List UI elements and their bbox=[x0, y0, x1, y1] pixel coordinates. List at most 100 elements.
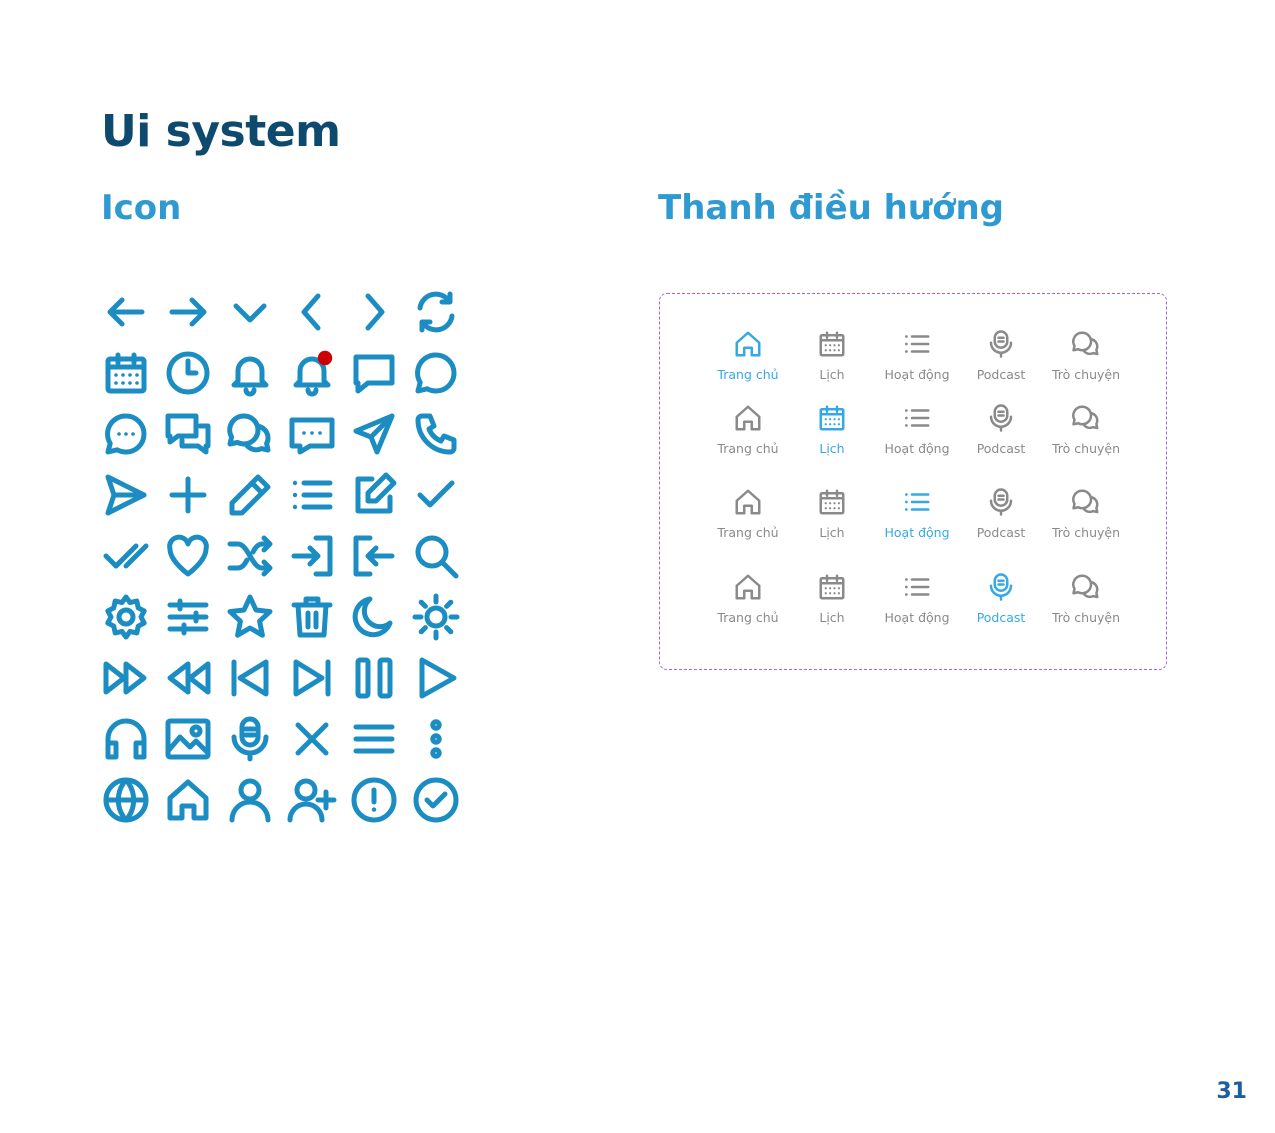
home-icon bbox=[733, 572, 763, 606]
settings-icon bbox=[95, 586, 157, 648]
nav-item[interactable]: Lịch bbox=[786, 572, 878, 632]
nav-item[interactable]: Podcast bbox=[955, 487, 1047, 547]
list-icon bbox=[902, 329, 932, 363]
page-number: 31 bbox=[1216, 1079, 1247, 1104]
chat-icon bbox=[1071, 403, 1101, 437]
nav-item[interactable]: Hoạt động bbox=[871, 403, 963, 463]
chats-circle-icon bbox=[219, 403, 281, 465]
podcast-icon bbox=[986, 403, 1016, 437]
globe-icon bbox=[95, 769, 157, 831]
message-square-icon bbox=[343, 342, 405, 404]
nav-item-label: Lịch bbox=[819, 441, 845, 456]
skip-forward-icon bbox=[281, 647, 343, 709]
nav-item[interactable]: Podcast bbox=[955, 329, 1047, 389]
double-check-icon bbox=[95, 525, 157, 587]
home-icon bbox=[157, 769, 219, 831]
nav-item[interactable]: Lịch bbox=[786, 487, 878, 547]
user-icon bbox=[219, 769, 281, 831]
nav-item[interactable]: Trò chuyện bbox=[1040, 487, 1132, 547]
list-icon bbox=[902, 403, 932, 437]
arrow-right-icon bbox=[157, 281, 219, 343]
nav-item-label: Hoạt động bbox=[884, 367, 950, 382]
chevron-down-icon bbox=[219, 281, 281, 343]
plus-icon bbox=[157, 464, 219, 526]
more-vertical-icon bbox=[405, 708, 467, 770]
list-icon bbox=[902, 572, 932, 606]
nav-item-label: Hoạt động bbox=[884, 525, 950, 540]
refresh-icon bbox=[405, 281, 467, 343]
nav-item[interactable]: Hoạt động bbox=[871, 487, 963, 547]
nav-item-label: Trang chủ bbox=[717, 441, 779, 456]
bottom-navigation-bar: Trang chủ Lịch Hoạt động Podcast Trò chuyện bbox=[660, 329, 1168, 389]
nav-item[interactable]: Trang chủ bbox=[702, 403, 794, 463]
trash-icon bbox=[281, 586, 343, 648]
skip-back-icon bbox=[219, 647, 281, 709]
nav-item[interactable]: Trang chủ bbox=[702, 329, 794, 389]
close-icon bbox=[281, 708, 343, 770]
shuffle-icon bbox=[219, 525, 281, 587]
clock-icon bbox=[157, 342, 219, 404]
moon-icon bbox=[343, 586, 405, 648]
microphone-icon bbox=[219, 708, 281, 770]
nav-item[interactable]: Podcast bbox=[955, 572, 1047, 632]
arrow-left-icon bbox=[95, 281, 157, 343]
podcast-icon bbox=[986, 487, 1016, 521]
alert-circle-icon bbox=[343, 769, 405, 831]
message-box-dots-icon bbox=[281, 403, 343, 465]
message-circle-icon bbox=[405, 342, 467, 404]
nav-item[interactable]: Trò chuyện bbox=[1040, 572, 1132, 632]
fast-forward-icon bbox=[95, 647, 157, 709]
nav-item-label: Lịch bbox=[819, 367, 845, 382]
headphones-icon bbox=[95, 708, 157, 770]
message-dots-icon bbox=[95, 403, 157, 465]
podcast-icon bbox=[986, 572, 1016, 606]
nav-item[interactable]: Trang chủ bbox=[702, 572, 794, 632]
nav-item[interactable]: Trò chuyện bbox=[1040, 329, 1132, 389]
messages-icon bbox=[157, 403, 219, 465]
nav-item-label: Trò chuyện bbox=[1051, 367, 1120, 382]
edit-icon bbox=[343, 464, 405, 526]
sliders-icon bbox=[157, 586, 219, 648]
star-icon bbox=[219, 586, 281, 648]
nav-item-label: Hoạt động bbox=[884, 441, 950, 456]
nav-item[interactable]: Lịch bbox=[786, 403, 878, 463]
logout-icon bbox=[343, 525, 405, 587]
chat-icon bbox=[1071, 572, 1101, 606]
sun-icon bbox=[405, 586, 467, 648]
play-icon bbox=[405, 647, 467, 709]
nav-item[interactable]: Hoạt động bbox=[871, 329, 963, 389]
nav-item[interactable]: Trò chuyện bbox=[1040, 403, 1132, 463]
user-plus-icon bbox=[281, 769, 343, 831]
nav-item[interactable]: Hoạt động bbox=[871, 572, 963, 632]
search-icon bbox=[405, 525, 467, 587]
nav-item-label: Trang chủ bbox=[717, 367, 779, 382]
navigation-section-title: Thanh điều hướng bbox=[658, 188, 1004, 228]
nav-item-label: Trang chủ bbox=[717, 610, 779, 625]
calendar-icon bbox=[95, 342, 157, 404]
calendar-icon bbox=[817, 487, 847, 521]
list-icon bbox=[281, 464, 343, 526]
check-circle-icon bbox=[405, 769, 467, 831]
nav-item-label: Podcast bbox=[976, 367, 1026, 382]
calendar-icon bbox=[817, 403, 847, 437]
nav-item-label: Podcast bbox=[976, 525, 1026, 540]
nav-item-label: Hoạt động bbox=[884, 610, 950, 625]
icon-grid bbox=[95, 281, 467, 835]
pause-icon bbox=[343, 647, 405, 709]
image-icon bbox=[157, 708, 219, 770]
check-icon bbox=[405, 464, 467, 526]
nav-item[interactable]: Lịch bbox=[786, 329, 878, 389]
chevron-right-icon bbox=[343, 281, 405, 343]
menu-icon bbox=[343, 708, 405, 770]
nav-item[interactable]: Trang chủ bbox=[702, 487, 794, 547]
nav-item-label: Podcast bbox=[976, 610, 1026, 625]
home-icon bbox=[733, 403, 763, 437]
nav-item-label: Trò chuyện bbox=[1051, 525, 1120, 540]
phone-icon bbox=[405, 403, 467, 465]
pencil-icon bbox=[219, 464, 281, 526]
nav-item[interactable]: Podcast bbox=[955, 403, 1047, 463]
navigation-icon bbox=[343, 403, 405, 465]
login-icon bbox=[281, 525, 343, 587]
